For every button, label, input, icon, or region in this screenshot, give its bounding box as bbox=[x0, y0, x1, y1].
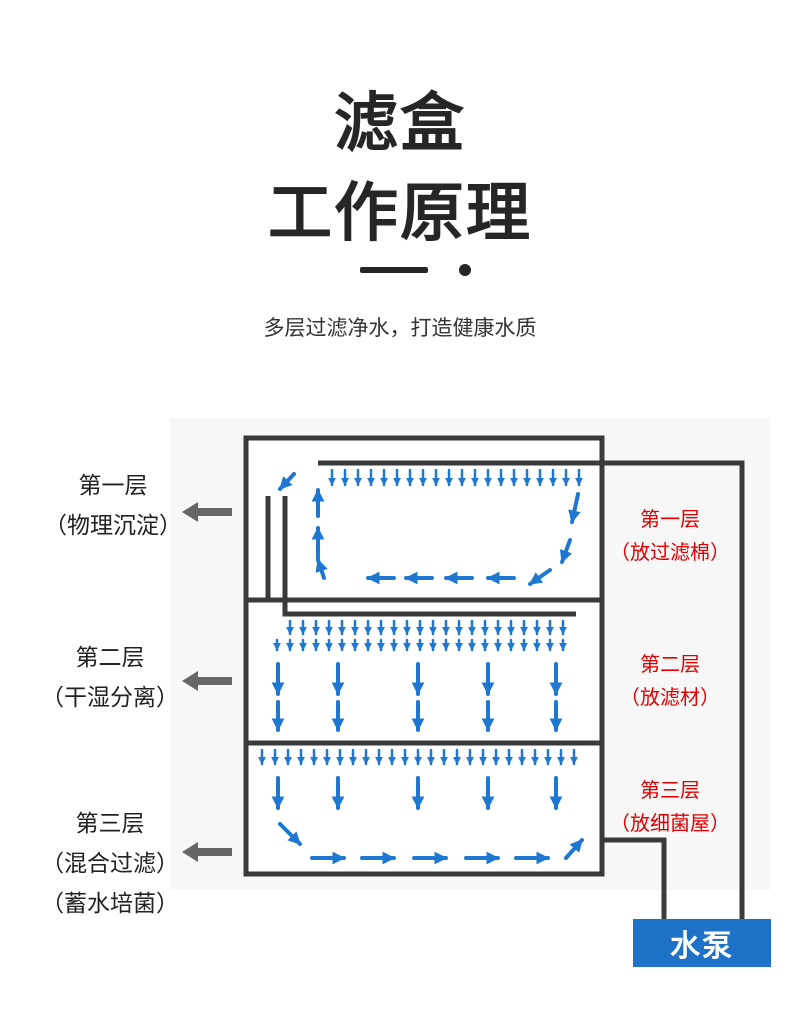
flow-arrow bbox=[278, 472, 296, 491]
title-line-2: 工作原理 bbox=[268, 177, 532, 251]
left-layer-3-name: 第三层 bbox=[75, 811, 145, 837]
left-layer-2-name: 第二层 bbox=[75, 645, 145, 671]
right-layer-3-name: 第三层 bbox=[640, 778, 700, 802]
flow-arrow bbox=[568, 492, 581, 524]
left-arrow-layer-2 bbox=[182, 671, 232, 691]
title-line-1: 滤盒 bbox=[334, 87, 466, 161]
flow-arrow bbox=[559, 538, 572, 564]
left-arrow-layer-1 bbox=[182, 502, 232, 522]
left-label-layer-2: 第二层 （干湿分离） bbox=[10, 638, 210, 712]
flow-arrow bbox=[278, 822, 302, 846]
left-arrow-layer-3 bbox=[182, 842, 232, 862]
subtitle: 多层过滤净水，打造健康水质 bbox=[263, 316, 537, 340]
left-label-layer-1: 第一层 （物理沉淀） bbox=[18, 466, 208, 540]
decorative-dot bbox=[459, 264, 471, 276]
right-label-layer-1: 第一层 （放过滤棉） bbox=[600, 503, 740, 565]
flow-arrow bbox=[315, 558, 328, 580]
flow-arrow bbox=[528, 568, 552, 586]
inlet-pipe bbox=[318, 460, 745, 920]
right-layer-1-name: 第一层 bbox=[640, 507, 700, 531]
left-layer-1-name: 第一层 bbox=[78, 473, 148, 499]
left-layer-3-desc2: （蓄水培菌） bbox=[41, 891, 179, 917]
filter-box-frame bbox=[243, 435, 605, 877]
overflow-pipe-inner bbox=[282, 496, 576, 617]
right-layer-3-desc: （放细菌屋） bbox=[610, 811, 730, 835]
decorative-dash bbox=[360, 267, 428, 273]
right-layer-2-desc: （放滤材） bbox=[620, 685, 720, 709]
outlet-pipe bbox=[604, 837, 667, 920]
right-layer-2-name: 第二层 bbox=[640, 652, 700, 676]
left-layer-2-desc: （干湿分离） bbox=[41, 685, 179, 711]
left-layer-3-desc: （混合过滤） bbox=[41, 851, 179, 877]
water-flow-arrows bbox=[257, 468, 584, 865]
flow-arrow bbox=[564, 838, 584, 860]
left-layer-1-desc: （物理沉淀） bbox=[44, 513, 182, 539]
left-label-layer-3: 第三层 （混合过滤） （蓄水培菌） bbox=[10, 804, 210, 918]
right-layer-1-desc: （放过滤棉） bbox=[610, 540, 730, 564]
right-label-layer-2: 第二层 （放滤材） bbox=[600, 648, 740, 710]
water-pump: 水泵 bbox=[633, 919, 771, 967]
right-label-layer-3: 第三层 （放细菌屋） bbox=[600, 774, 740, 836]
